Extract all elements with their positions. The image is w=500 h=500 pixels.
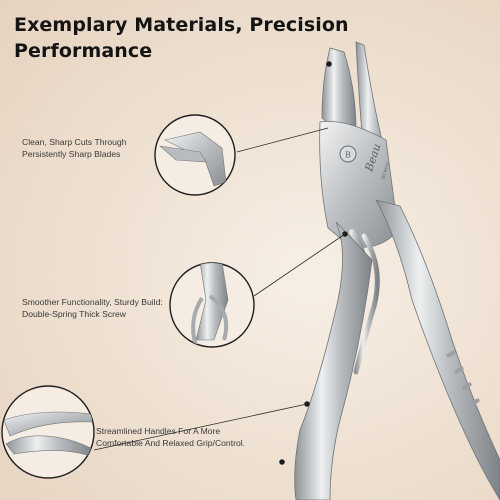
- blade-closeup-icon: [154, 114, 236, 196]
- nipper-joint: B Beau SECRETS: [319, 121, 399, 248]
- right-handle: [375, 199, 500, 500]
- svg-text:B: B: [345, 151, 351, 160]
- double-spring-closeup-icon: [169, 262, 255, 348]
- callout-text-handles: Streamlined Handles For A More Comfortab…: [96, 426, 246, 448]
- title-line-2: Performance: [14, 40, 153, 62]
- title-line-1: Exemplary Materials, Precision: [14, 14, 349, 36]
- callout-text-spring: Smoother Functionality, Sturdy Build: Do…: [22, 297, 163, 319]
- brand-sub-engraving: SECRETS: [380, 161, 391, 180]
- handle-closeup-icon: [1, 385, 95, 479]
- callout-text-blades: Clean, Sharp Cuts Through Persistently S…: [22, 137, 127, 159]
- callout-pointers: [93, 61, 348, 465]
- handle-grip-ridges: [446, 350, 480, 406]
- page-title: Exemplary Materials, Precision Performan…: [14, 12, 354, 64]
- left-handle: [294, 221, 373, 500]
